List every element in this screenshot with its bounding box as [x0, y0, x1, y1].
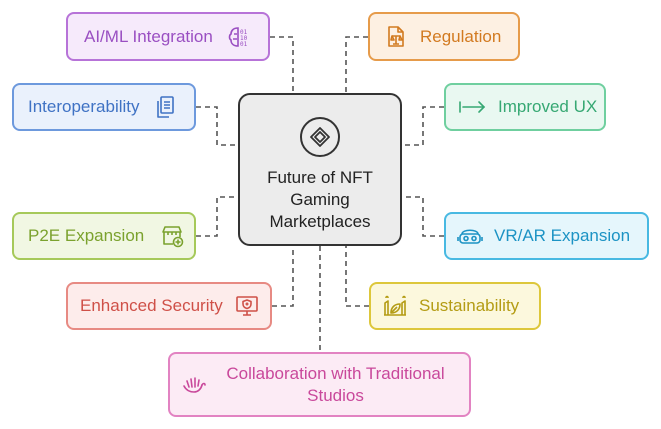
connector-regulation: [345, 36, 368, 93]
connector-improved-ux: [402, 106, 444, 146]
node-improved-ux[interactable]: Improved UX: [444, 83, 606, 131]
handshake-icon: [180, 371, 208, 399]
node-label: Enhanced Security: [80, 296, 223, 315]
node-label: Sustainability: [419, 296, 520, 315]
vr-headset-icon: [456, 222, 484, 250]
node-vr-ar-expansion[interactable]: VR/AR Expansion: [444, 212, 649, 260]
connector-vr-ar: [402, 196, 444, 237]
connector-ai-ml: [270, 36, 294, 93]
svg-text:01: 01: [240, 29, 248, 36]
document-scale-icon: [382, 23, 410, 51]
monitor-shield-icon: [233, 292, 261, 320]
documents-icon: [152, 93, 180, 121]
node-label: Interoperability: [28, 97, 140, 116]
svg-text:01: 01: [240, 41, 248, 48]
node-p2e-expansion[interactable]: P2E Expansion: [12, 212, 196, 260]
node-sustainability[interactable]: Sustainability: [369, 282, 541, 330]
node-interoperability[interactable]: Interoperability: [12, 83, 196, 131]
connector-p2e: [196, 196, 238, 237]
shop-plus-icon: [158, 222, 186, 250]
connector-sustainability: [345, 246, 369, 307]
node-enhanced-security[interactable]: Enhanced Security: [66, 282, 272, 330]
svg-text:10: 10: [240, 35, 248, 42]
node-label: P2E Expansion: [28, 226, 145, 245]
connector-security: [272, 246, 294, 307]
node-label: Improved UX: [498, 97, 598, 116]
brain-binary-icon: 01 10 01: [225, 23, 253, 51]
diamond-hub-icon: [300, 117, 340, 157]
connector-interoperability: [196, 106, 238, 146]
center-node[interactable]: Future of NFT Gaming Marketplaces: [238, 93, 402, 246]
node-label: AI/ML Integration: [84, 26, 213, 46]
node-collaboration[interactable]: Collaboration with Traditional Studios: [168, 352, 471, 417]
node-ai-ml-integration[interactable]: AI/ML Integration 01 10 01: [66, 12, 270, 61]
node-regulation[interactable]: Regulation: [368, 12, 520, 61]
node-label: Regulation: [420, 26, 502, 46]
node-label: Collaboration with Traditional Studios: [216, 363, 469, 407]
node-label-line1: Collaboration with Traditional: [226, 363, 445, 383]
node-label: VR/AR Expansion: [494, 226, 631, 245]
center-title: Future of NFT Gaming Marketplaces: [267, 168, 373, 231]
node-label-line2: Studios: [307, 385, 364, 405]
eco-factory-icon: [381, 292, 409, 320]
arrow-right-icon: [456, 93, 490, 121]
